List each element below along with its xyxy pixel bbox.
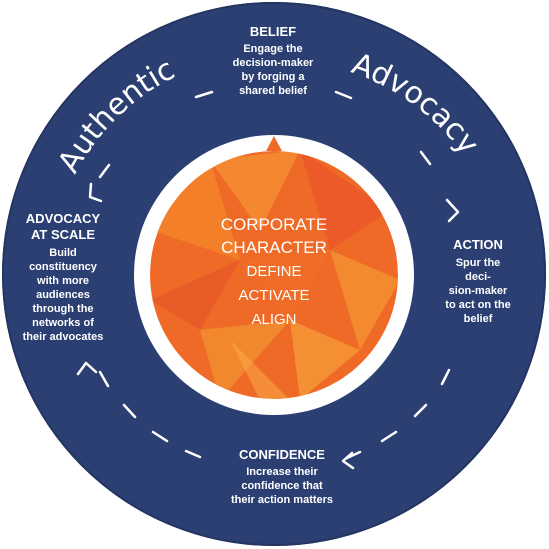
stage-belief-line-4: shared belief xyxy=(239,85,307,97)
stage-scale-line-4: audiences xyxy=(36,289,90,301)
center-line-4: ACTIVATE xyxy=(238,287,309,304)
stage-confidence: CONFIDENCE Increase their confidence tha… xyxy=(231,447,333,506)
chevron-arrow-icon xyxy=(341,451,355,470)
core-pointer-icon xyxy=(266,136,282,151)
stage-action-line-1: Spur the xyxy=(456,257,501,269)
stage-belief: BELIEF Engage the decision-maker by forg… xyxy=(233,24,314,97)
center-line-1: CORPORATE xyxy=(221,215,327,234)
stage-action-title: ACTION xyxy=(453,237,503,252)
stage-scale-line-7: their advocates xyxy=(23,331,104,343)
stage-confidence-title: CONFIDENCE xyxy=(239,447,325,462)
core-facets xyxy=(150,151,398,399)
stage-scale-title-2: AT SCALE xyxy=(31,227,95,242)
stage-action-line-5: belief xyxy=(464,313,493,325)
chevron-arrow-icon xyxy=(445,198,460,223)
stage-scale-line-6: networks of xyxy=(32,317,94,329)
stage-scale-line-5: through the xyxy=(32,303,93,315)
stage-scale-line-2: constituency xyxy=(29,261,98,273)
stage-belief-line-2: decision-maker xyxy=(233,57,314,69)
stage-confidence-line-3: their action matters xyxy=(231,494,333,506)
stage-belief-title: BELIEF xyxy=(250,24,296,39)
stage-action-line-4: to act on the xyxy=(445,299,510,311)
chevron-arrow-icon xyxy=(76,361,98,376)
stage-belief-line-3: by forging a xyxy=(242,71,306,83)
chevron-arrow-icon xyxy=(88,182,103,203)
center-line-2: CHARACTER xyxy=(221,238,327,257)
stage-action: ACTION Spur the deci- sion-maker to act … xyxy=(445,237,510,325)
stage-confidence-line-2: confidence that xyxy=(241,480,323,492)
stage-scale-line-1: Build xyxy=(49,247,77,259)
stage-belief-line-1: Engage the xyxy=(243,43,302,55)
stage-scale-line-3: with more xyxy=(36,275,89,287)
center-line-5: ALIGN xyxy=(251,311,296,328)
stage-action-line-2: deci- xyxy=(465,271,491,283)
cycle-dashes xyxy=(98,90,451,460)
stage-action-line-3: sion-maker xyxy=(449,285,508,297)
stage-scale-title-1: ADVOCACY xyxy=(26,211,101,226)
stage-confidence-line-1: Increase their xyxy=(246,466,318,478)
center-line-3: DEFINE xyxy=(246,263,301,280)
stage-advocacy-at-scale: ADVOCACY AT SCALE Build constituency wit… xyxy=(23,211,104,343)
